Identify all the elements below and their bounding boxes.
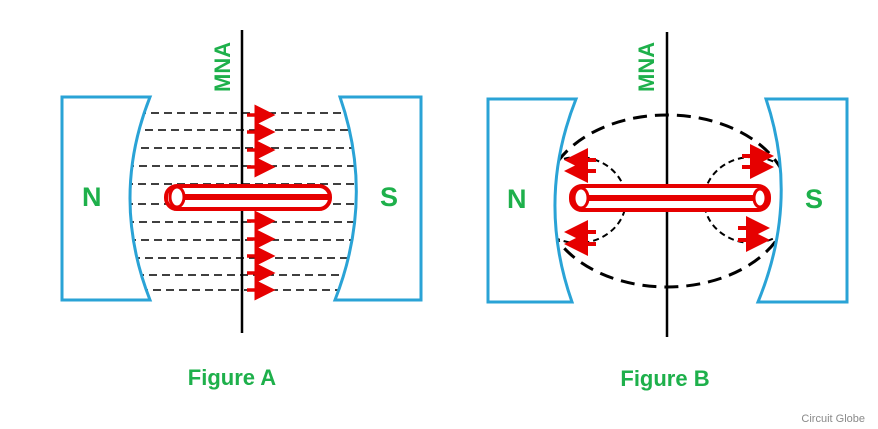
- flux-arrows-a: [247, 104, 276, 301]
- mna-label-a: MNA: [210, 42, 235, 92]
- caption-a: Figure A: [188, 365, 277, 390]
- caption-b: Figure B: [620, 366, 709, 391]
- north-label-b: N: [507, 184, 527, 214]
- flux-arrows-b-right: [738, 144, 774, 252]
- south-pole-b: [755, 97, 849, 304]
- watermark: Circuit Globe: [801, 413, 865, 425]
- conductor-a: [164, 184, 332, 211]
- conductor-b: [569, 184, 771, 212]
- south-label-a: S: [380, 182, 398, 212]
- south-label-b: S: [805, 184, 823, 214]
- flux-arrows-b-left: [564, 148, 596, 256]
- figure-a: MNA N S Figure A: [60, 30, 423, 390]
- figure-b: MNA N S Figure B: [486, 32, 849, 391]
- mna-label-b: MNA: [634, 42, 659, 92]
- north-pole-a: [60, 95, 153, 302]
- north-label-a: N: [82, 182, 102, 212]
- north-pole-b: [486, 97, 579, 304]
- south-pole-a: [332, 95, 423, 302]
